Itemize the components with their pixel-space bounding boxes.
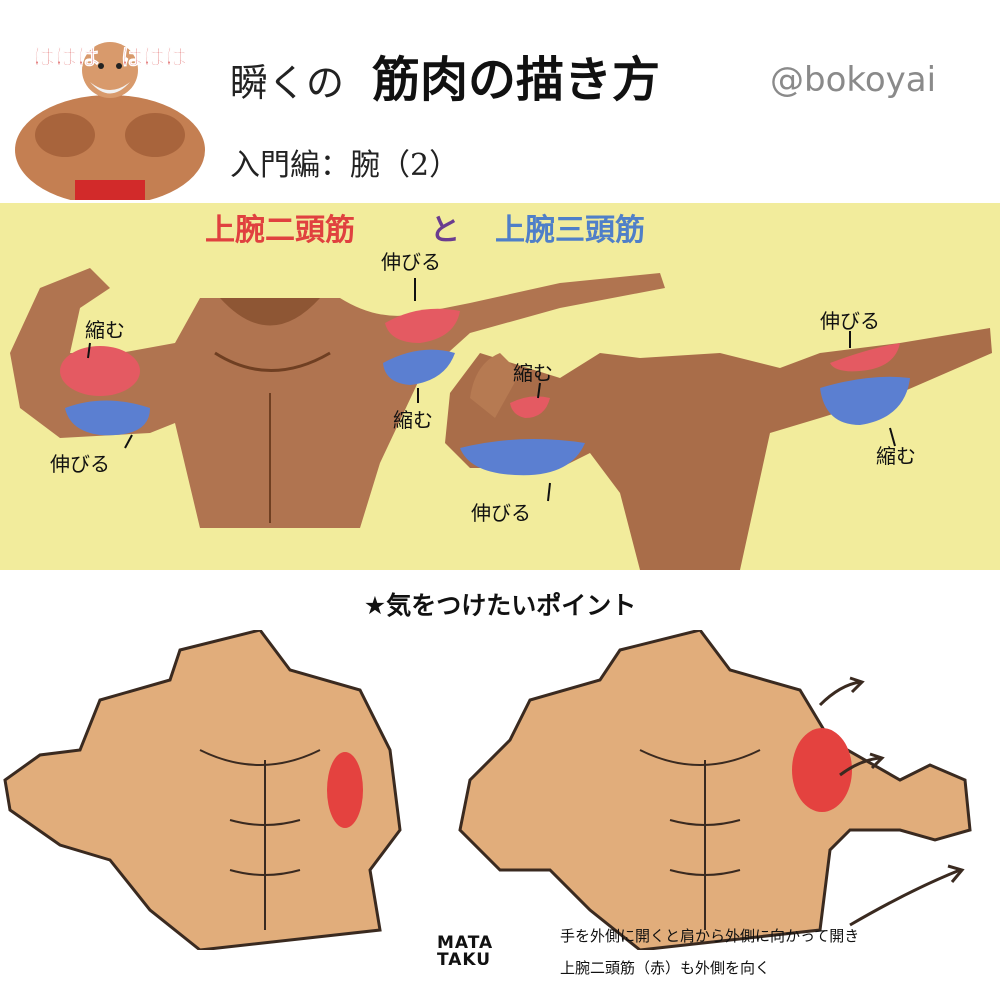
triceps-stretched-shape (65, 400, 150, 436)
back-triceps-contracted-shape (820, 376, 910, 425)
tip-note-line2: 上腕二頭筋（赤）も外側を向く (560, 959, 771, 977)
page-title: 筋肉の描き方 (372, 52, 661, 108)
signature-line2: TAKU (437, 950, 492, 970)
biceps-stretched-shape (385, 308, 460, 343)
heading-biceps: 上腕二頭筋 (205, 213, 355, 248)
label-back-extended-triceps-contract: 縮む (876, 444, 916, 468)
tip-note-line1: 手を外側に開くと肩から外側に向かって開き (560, 927, 860, 945)
back-biceps-contracted-shape (510, 396, 550, 418)
heading-and: と (430, 213, 460, 248)
mascot-illustration: ははは ははは (15, 42, 205, 200)
back-triceps-stretched-shape (460, 439, 585, 476)
artist-signature: MATA TAKU (437, 935, 493, 969)
signature-line1: MATA (437, 933, 494, 953)
author-handle: @bokoyai (770, 60, 937, 100)
label-back-extended-biceps-stretch: 伸びる (820, 309, 880, 333)
label-extended-biceps-stretch: 伸びる (381, 250, 441, 274)
label-back-triceps-stretch: 伸びる (471, 501, 531, 525)
tips-heading: ★気をつけたいポイント (363, 591, 637, 620)
label-extended-triceps-contract: 縮む (393, 408, 433, 432)
biceps-front-shape (327, 752, 363, 828)
triceps-contracted-shape (383, 349, 455, 385)
title-prefix: 瞬くの (230, 61, 345, 105)
label-front-triceps-stretch: 伸びる (50, 452, 110, 476)
back-biceps-stretched-shape (830, 343, 900, 372)
arm-figures-illustration (10, 268, 992, 570)
page-subtitle: 入門編：腕（2） (230, 148, 460, 183)
label-back-biceps-contract: 縮む (513, 361, 553, 385)
label-front-biceps-contract: 縮む (85, 318, 125, 342)
mascot-shout-text: ははは ははは (33, 46, 187, 71)
heading-triceps: 上腕三頭筋 (495, 213, 645, 248)
biceps-outward-shape (792, 728, 852, 812)
biceps-contracted-shape (60, 346, 140, 396)
torso-drawings-illustration (3, 630, 972, 950)
